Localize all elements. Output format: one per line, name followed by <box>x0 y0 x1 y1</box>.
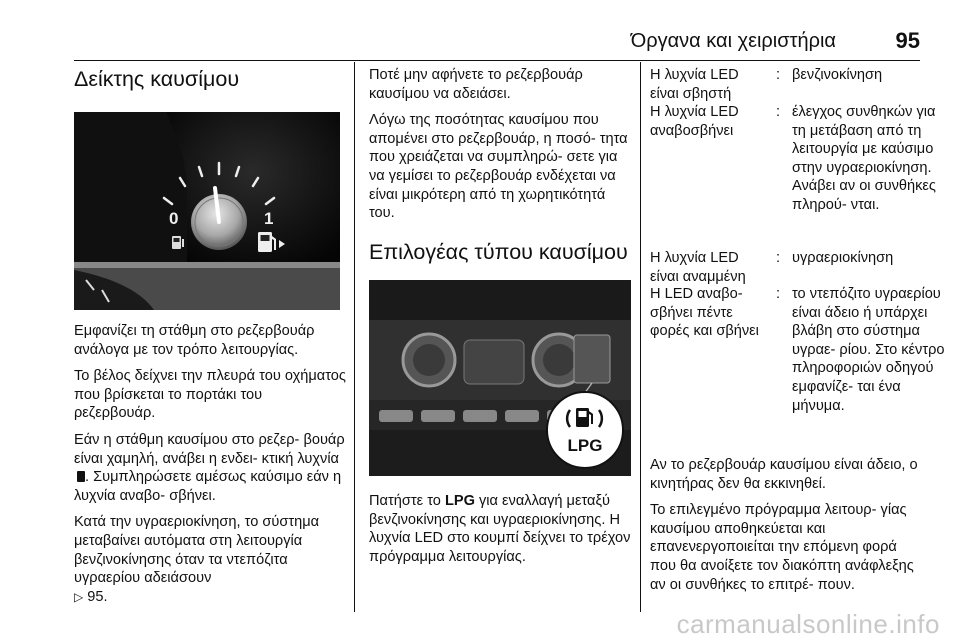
led-status-row: Η λυχνία LED είναι αναμμένη : υγραεριοκί… <box>650 249 920 285</box>
page-number: 95 <box>895 28 920 53</box>
column-2: Ποτέ μην αφήνετε το ρεζερβουάρ καυσίμου … <box>369 66 635 265</box>
lpg-label: LPG <box>444 493 475 509</box>
paragraph: Εάν η στάθμη καυσίμου στο ρεζερ- βουάρ ε… <box>74 431 346 505</box>
paragraph-part: για εναλλαγή μεταξύ βενζινοκίνησης και υ… <box>369 493 631 565</box>
led-status-value: υγραεριοκίνηση <box>792 250 894 266</box>
fuel-pump-icon-large <box>258 232 285 252</box>
column-1: Δείκτης καυσίμου <box>74 66 346 92</box>
column-divider <box>354 62 355 612</box>
page-ref-arrow-icon[interactable]: ▷ <box>74 589 84 604</box>
paragraph: Πατήστε το LPG για εναλλαγή μεταξύ βενζι… <box>369 492 635 566</box>
footer: carmanualsonline.info <box>0 609 960 642</box>
lpg-fuel-pump-icon <box>576 408 593 427</box>
paragraph: Εμφανίζει τη στάθμη στο ρεζερβουάρ ανάλο… <box>74 323 315 358</box>
section-title: Όργανα και χειριστήρια <box>630 30 836 52</box>
paragraph: Ποτέ μην αφήνετε το ρεζερβουάρ καυσίμου … <box>369 67 583 102</box>
led-status-row: Η λυχνία LED αναβοσβήνει : έλεγχος συνθη… <box>650 103 936 249</box>
separator: : <box>776 286 781 302</box>
fuel-gauge-illustration: 0 1 <box>74 112 340 310</box>
header-rule <box>74 60 920 61</box>
column-1-text: Εμφανίζει τη στάθμη στο ρεζερβουάρ ανάλο… <box>74 322 346 614</box>
led-status-row: Η λυχνία LED είναι σβηστή : βενζινοκίνησ… <box>650 66 920 102</box>
paragraph-part: . Συμπληρώσετε αμέσως καύσιμο εάν η λυχν… <box>74 469 342 504</box>
gauge-label-full: 1 <box>264 209 273 228</box>
lpg-button[interactable]: LPG <box>567 436 603 455</box>
paragraph: Το βέλος δείχνει την πλευρά του οχήματος… <box>74 368 346 422</box>
lpg-button-figure: LPG <box>369 280 631 476</box>
page-header: Όργανα και χειριστήρια 95 <box>74 28 920 56</box>
led-status-label: Η λυχνία LED είναι σβηστή <box>650 67 739 102</box>
column-divider <box>640 62 641 612</box>
paragraph: Κατά την υγραεριοκίνηση, το σύστημα μετα… <box>74 513 346 606</box>
watermark: carmanualsonline.info <box>676 609 940 639</box>
led-status-value: έλεγχος συνθηκών για τη μετάβαση από τη … <box>792 104 936 213</box>
paragraph-part: Εάν η στάθμη καυσίμου στο ρεζερ- βουάρ ε… <box>74 431 345 467</box>
heading-fuel-gauge: Δείκτης καυσίμου <box>74 67 240 91</box>
paragraph-part: Κατά την υγραεριοκίνηση, το σύστημα μετα… <box>74 514 320 587</box>
led-status-label: Η λυχνία LED είναι αναμμένη <box>650 250 746 285</box>
page-reference-link[interactable]: 95. <box>87 588 108 605</box>
separator: : <box>776 67 781 83</box>
heading-fuel-selector: Επιλογέας τύπου καυσίμου <box>369 239 628 264</box>
fuel-low-icon <box>77 471 85 483</box>
column-2-text: Πατήστε το LPG για εναλλαγή μεταξύ βενζι… <box>369 492 635 574</box>
led-status-label: Η λυχνία LED αναβοσβήνει <box>650 104 739 139</box>
separator: : <box>776 104 781 120</box>
paragraph: Το επιλεγμένο πρόγραμμα λειτουρ- γίας κα… <box>650 502 914 593</box>
led-status-row: Η LED αναβο- σβήνει πέντε φορές και σβήν… <box>650 285 945 445</box>
gauge-label-empty: 0 <box>169 209 178 228</box>
paragraph: Λόγω της ποσότητας καυσίμου που απομένει… <box>369 112 628 222</box>
fuel-pump-icon-small <box>172 236 184 249</box>
led-status-value: βενζινοκίνηση <box>792 67 883 83</box>
paragraph-part: Πατήστε το <box>369 493 441 509</box>
led-status-value: το ντεπόζιτο υγραερίου είναι άδειο ή υπά… <box>792 286 945 414</box>
column-3-text: Αν το ρεζερβουάρ καυσίμου είναι άδειο, ο… <box>650 456 922 602</box>
separator: : <box>776 250 781 266</box>
led-status-label: Η LED αναβο- σβήνει πέντε φορές και σβήν… <box>650 286 759 340</box>
console-illustration <box>369 280 631 476</box>
paragraph: Αν το ρεζερβουάρ καυσίμου είναι άδειο, ο… <box>650 457 918 492</box>
fuel-gauge-figure: 0 1 <box>74 112 340 310</box>
